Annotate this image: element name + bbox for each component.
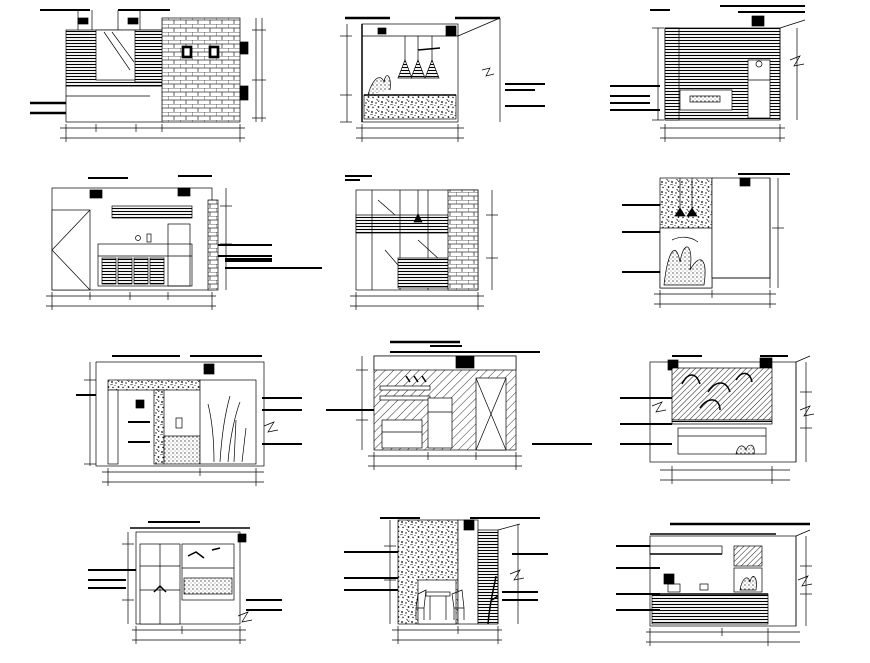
elevation-9: [620, 355, 815, 484]
elevation-4: [46, 175, 322, 310]
elevation-10: [88, 521, 282, 644]
elevation-2: [340, 16, 545, 142]
elevation-1: [30, 9, 266, 142]
elevation-3: [610, 5, 806, 142]
elevation-5: [345, 175, 498, 310]
elevation-8: [326, 340, 592, 470]
elevation-12: [616, 522, 813, 646]
elevation-6: [622, 173, 790, 308]
elevation-7: [76, 355, 302, 486]
elevation-11: [344, 517, 548, 644]
